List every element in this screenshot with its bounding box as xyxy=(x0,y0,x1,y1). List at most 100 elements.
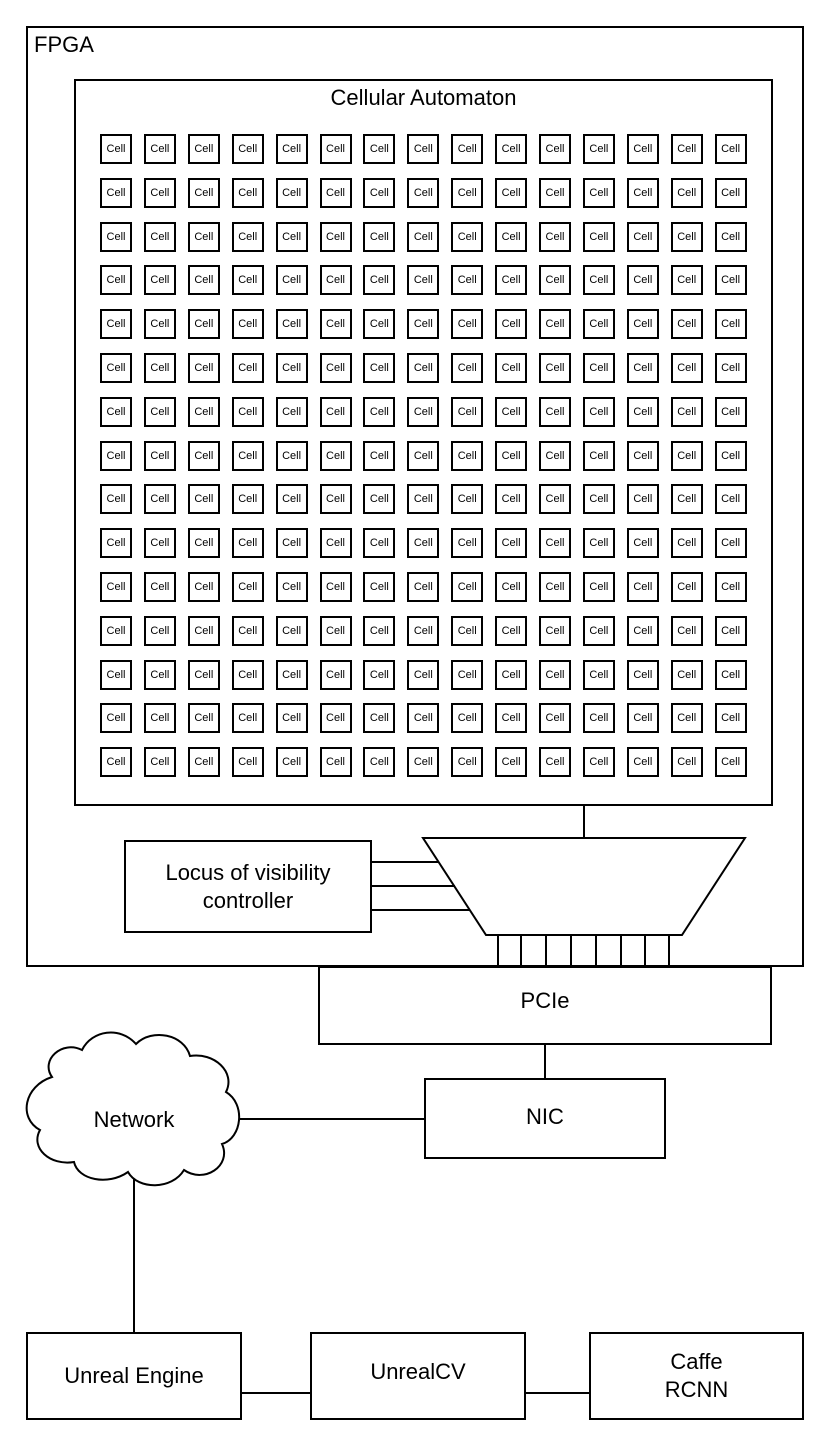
automaton-cell: Cell xyxy=(626,396,659,427)
automaton-cell: Cell xyxy=(714,177,747,208)
automaton-cell: Cell xyxy=(319,177,352,208)
automaton-cell: Cell xyxy=(363,615,396,646)
automaton-cell: Cell xyxy=(143,265,176,296)
automaton-cell: Cell xyxy=(319,747,352,778)
automaton-cell: Cell xyxy=(319,309,352,340)
automaton-cell: Cell xyxy=(670,659,703,690)
automaton-cell: Cell xyxy=(670,134,703,164)
automaton-cell: Cell xyxy=(319,265,352,296)
automaton-cell: Cell xyxy=(100,659,132,690)
automaton-cell: Cell xyxy=(495,440,528,471)
automaton-cell: Cell xyxy=(670,177,703,208)
automaton-cell: Cell xyxy=(495,353,528,383)
automaton-cell: Cell xyxy=(231,572,264,602)
automaton-cell: Cell xyxy=(100,134,132,164)
automaton-cell: Cell xyxy=(539,265,571,296)
automaton-cell: Cell xyxy=(100,747,132,778)
automaton-cell: Cell xyxy=(539,615,571,646)
nic-label: NIC xyxy=(526,1103,564,1129)
automaton-cell: Cell xyxy=(626,703,659,734)
automaton-cell: Cell xyxy=(275,484,308,515)
automaton-cell: Cell xyxy=(231,747,264,778)
fpga-label: FPGA xyxy=(34,32,94,57)
automaton-cell: Cell xyxy=(275,747,308,778)
automaton-cell: Cell xyxy=(407,134,440,164)
nic-box xyxy=(424,1078,666,1159)
automaton-cell: Cell xyxy=(539,353,571,383)
automaton-cell: Cell xyxy=(582,703,615,734)
automaton-cell: Cell xyxy=(582,572,615,602)
automaton-cell: Cell xyxy=(714,747,747,778)
locus-controller-box xyxy=(124,840,372,933)
automaton-cell: Cell xyxy=(363,221,396,252)
automaton-cell: Cell xyxy=(407,572,440,602)
automaton-cell: Cell xyxy=(495,484,528,515)
automaton-cell: Cell xyxy=(319,440,352,471)
automaton-cell: Cell xyxy=(714,265,747,296)
automaton-cell: Cell xyxy=(582,221,615,252)
automaton-cell: Cell xyxy=(187,353,220,383)
automaton-cell: Cell xyxy=(714,484,747,515)
automaton-cell: Cell xyxy=(319,703,352,734)
automaton-cell: Cell xyxy=(539,440,571,471)
automaton-cell: Cell xyxy=(143,747,176,778)
automaton-cell: Cell xyxy=(143,177,176,208)
automaton-cell: Cell xyxy=(714,440,747,471)
automaton-cell: Cell xyxy=(143,703,176,734)
automaton-cell: Cell xyxy=(670,353,703,383)
automaton-cell: Cell xyxy=(407,615,440,646)
automaton-cell: Cell xyxy=(539,134,571,164)
automaton-cell: Cell xyxy=(319,528,352,559)
automaton-cell: Cell xyxy=(319,615,352,646)
automaton-cell: Cell xyxy=(495,659,528,690)
automaton-cell: Cell xyxy=(143,615,176,646)
automaton-cell: Cell xyxy=(319,572,352,602)
automaton-cell: Cell xyxy=(187,309,220,340)
automaton-cell: Cell xyxy=(363,572,396,602)
automaton-cell: Cell xyxy=(231,659,264,690)
automaton-cell: Cell xyxy=(143,309,176,340)
automaton-cell: Cell xyxy=(626,659,659,690)
automaton-cell: Cell xyxy=(451,265,484,296)
automaton-cell: Cell xyxy=(451,528,484,559)
automaton-cell: Cell xyxy=(451,309,484,340)
automaton-cell: Cell xyxy=(451,659,484,690)
automaton-cell: Cell xyxy=(582,528,615,559)
automaton-cell: Cell xyxy=(275,134,308,164)
automaton-cell: Cell xyxy=(187,484,220,515)
automaton-cell: Cell xyxy=(363,396,396,427)
automaton-cell: Cell xyxy=(231,353,264,383)
automaton-cell: Cell xyxy=(626,440,659,471)
unrealcv-label: UnrealCV xyxy=(370,1359,466,1384)
automaton-cell: Cell xyxy=(231,396,264,427)
automaton-cell: Cell xyxy=(451,396,484,427)
automaton-cell: Cell xyxy=(275,615,308,646)
automaton-cell: Cell xyxy=(670,747,703,778)
automaton-cell: Cell xyxy=(319,353,352,383)
automaton-cell: Cell xyxy=(100,484,132,515)
automaton-cell: Cell xyxy=(363,484,396,515)
automaton-cell: Cell xyxy=(495,221,528,252)
automaton-cell: Cell xyxy=(187,177,220,208)
automaton-cell: Cell xyxy=(495,177,528,208)
automaton-cell: Cell xyxy=(495,309,528,340)
automaton-cell: Cell xyxy=(231,177,264,208)
automaton-cell: Cell xyxy=(100,221,132,252)
automaton-cell: Cell xyxy=(143,396,176,427)
automaton-cell: Cell xyxy=(495,265,528,296)
automaton-cell: Cell xyxy=(582,396,615,427)
automaton-cell: Cell xyxy=(714,615,747,646)
automaton-cell: Cell xyxy=(187,703,220,734)
automaton-cell: Cell xyxy=(319,221,352,252)
automaton-cell: Cell xyxy=(626,134,659,164)
automaton-cell: Cell xyxy=(143,134,176,164)
automaton-cell: Cell xyxy=(100,396,132,427)
automaton-cell: Cell xyxy=(100,265,132,296)
automaton-cell: Cell xyxy=(670,396,703,427)
automaton-cell: Cell xyxy=(714,703,747,734)
automaton-cell: Cell xyxy=(187,528,220,559)
automaton-cell: Cell xyxy=(231,221,264,252)
automaton-cell: Cell xyxy=(670,615,703,646)
automaton-cell: Cell xyxy=(231,309,264,340)
